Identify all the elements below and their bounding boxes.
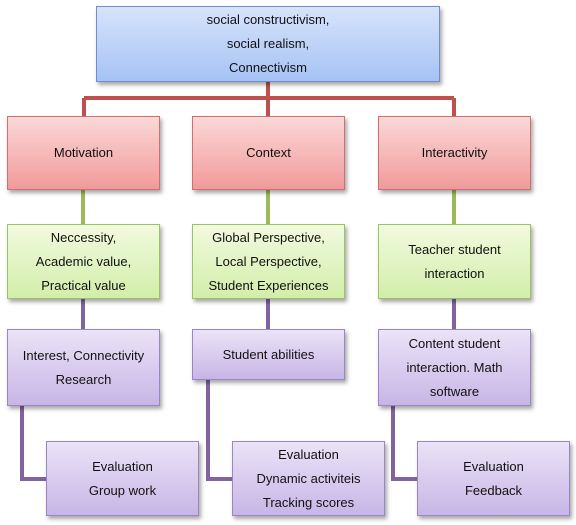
node-line: Student Experiences [208,277,329,293]
category-label: Motivation [53,145,114,160]
root-line: social constructivism, [206,12,330,27]
node-line: Content student [408,335,501,351]
connector-interactivity-level4 [391,406,417,481]
node-line: Student abilities [222,346,315,362]
category-motivation: Motivation [7,116,160,190]
node-line: Evaluation [278,446,339,462]
node-line: Dynamic activiteis [256,470,361,486]
connector-context-level4 [206,380,232,481]
category-label: Interactivity [421,145,488,160]
node-line: Group work [88,482,157,498]
node-line: interaction. Math [406,359,503,375]
node-line: Evaluation [463,458,524,474]
motivation-factors: Neccessity, Academic value, Practical va… [7,224,160,299]
root-node: social constructivism, social realism, C… [96,6,440,82]
node-line: Teacher student [408,241,501,257]
root-line: Connectivism [228,60,308,75]
interactivity-evaluation: Evaluation Feedback [417,441,570,516]
context-activities: Student abilities [192,329,345,380]
node-line: Local Perspective, [215,253,322,269]
node-line: Research [55,372,112,387]
root-line: social realism, [226,36,310,51]
node-line: Neccessity, [50,229,117,245]
node-line: Practical value [41,277,126,293]
node-line: Feedback [464,482,523,498]
node-line: Interest, Connectivity [22,348,145,363]
interactivity-activities: Content student interaction. Math softwa… [378,329,531,406]
motivation-activities: Interest, Connectivity Research [7,329,160,406]
category-label: Context [246,145,291,160]
root-connector [82,82,456,116]
node-line: Global Perspective, [212,229,325,245]
node-line: Academic value, [35,253,132,269]
interactivity-factors: Teacher student interaction [378,224,531,299]
category-context: Context [192,116,345,190]
node-line: interaction [424,265,485,281]
motivation-evaluation: Evaluation Group work [46,441,199,516]
node-line: Tracking scores [262,494,355,510]
node-line: Evaluation [92,458,153,474]
node-line: software [429,383,480,399]
connector-motivation-level4 [20,406,46,481]
context-factors: Global Perspective, Local Perspective, S… [192,224,345,299]
context-evaluation: Evaluation Dynamic activiteis Tracking s… [232,441,385,516]
category-interactivity: Interactivity [378,116,531,190]
